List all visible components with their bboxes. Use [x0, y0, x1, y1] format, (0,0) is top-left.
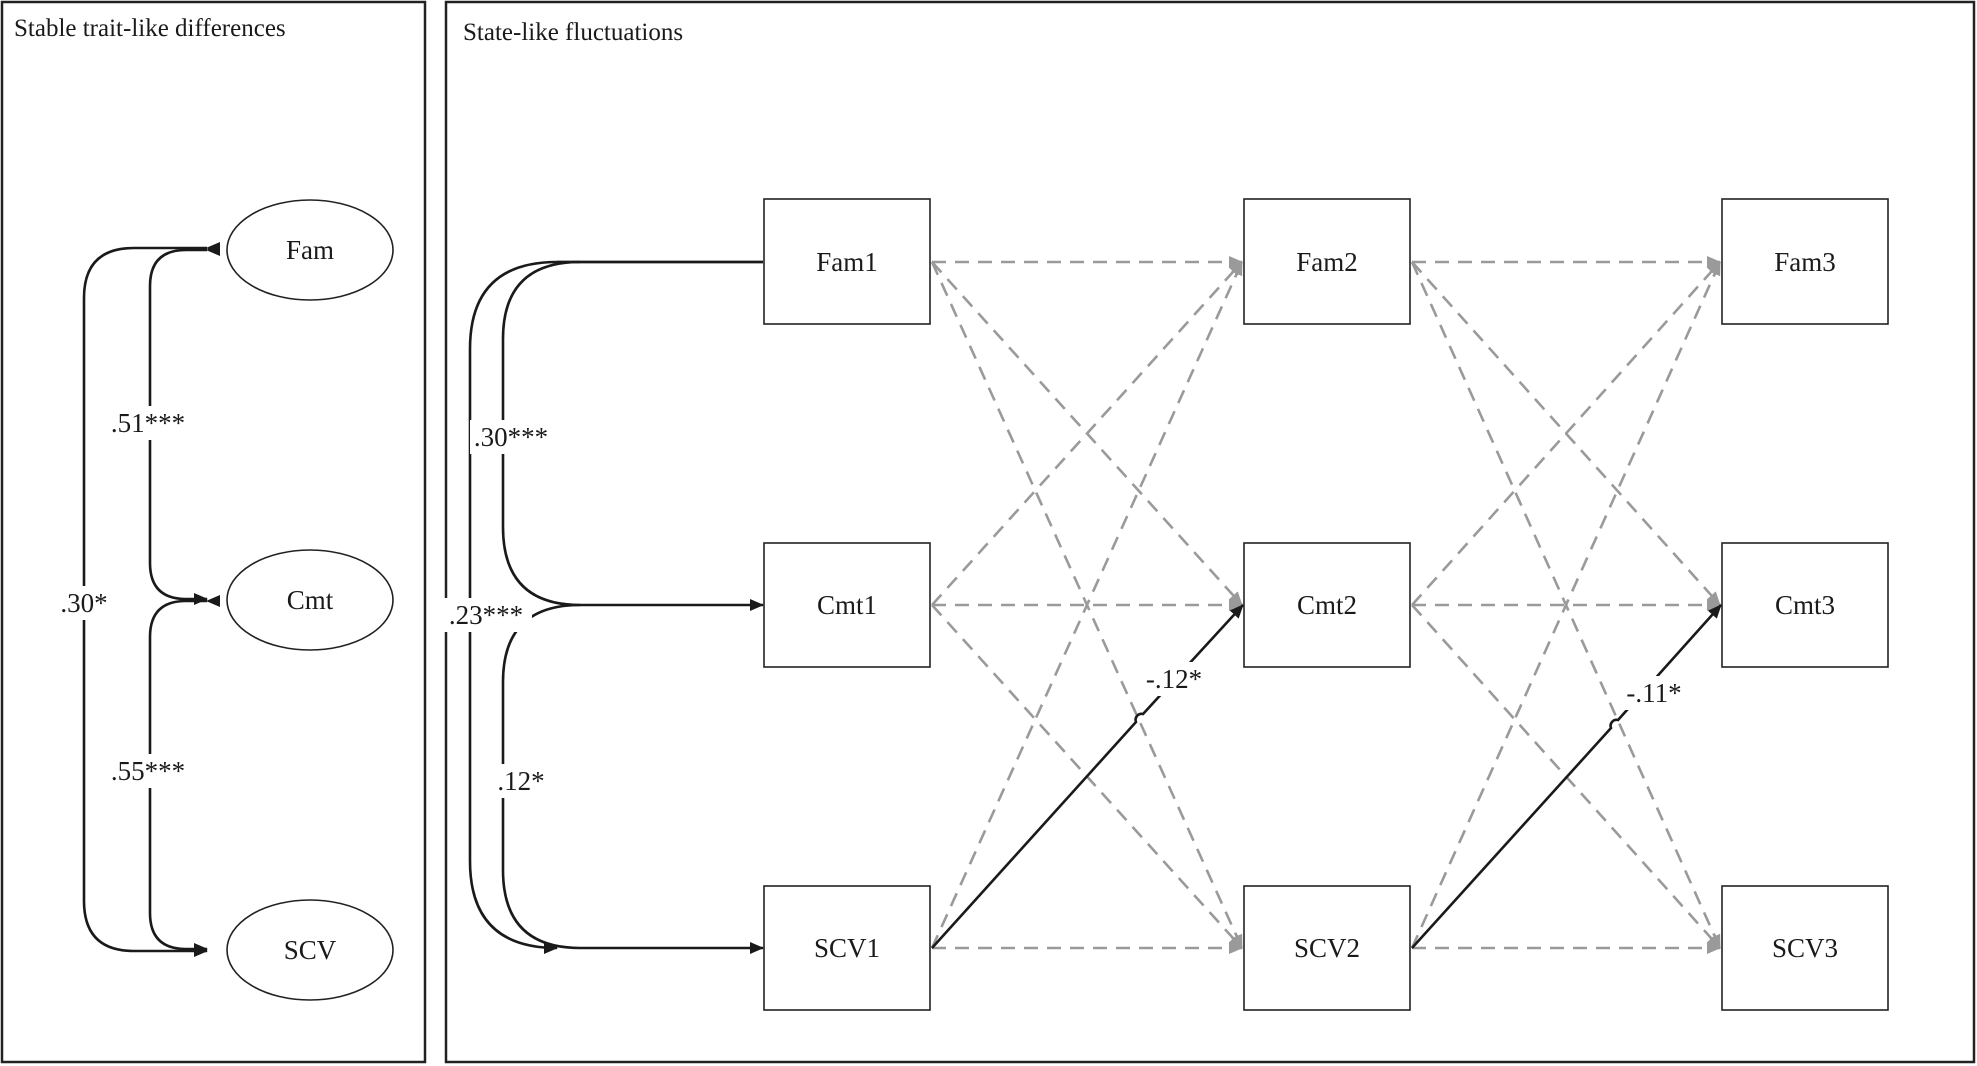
observed-box [763, 198, 931, 325]
coef-fam-scv: .30* [60, 588, 107, 618]
coef-fam-cmt: .51*** [111, 408, 185, 438]
node-label: Cmt1 [817, 590, 877, 620]
coef-cmt-scv: .55*** [111, 756, 185, 786]
latent-ellipse [226, 549, 394, 651]
node-label: SCV3 [1772, 933, 1838, 963]
path-scv2-fam3 [1410, 261, 1722, 949]
observed-box [1721, 542, 1889, 668]
state-node-scv3: SCV3 [1721, 885, 1889, 1011]
path-cmt1-fam2 [931, 261, 1243, 606]
label-backing [440, 598, 532, 632]
observed-box [763, 542, 931, 668]
state-node-fam1: Fam1 [763, 198, 931, 325]
coef-fam1-cmt1: .30*** [474, 422, 548, 452]
label-backing [470, 420, 554, 454]
observed-box [1721, 198, 1889, 325]
coef-cmt1-scv1: .12* [497, 766, 544, 796]
path-scv2-cmt3 [1411, 604, 1722, 949]
label-backing [1140, 662, 1208, 696]
coef-fam1-scv1: .23*** [449, 600, 523, 630]
label-backing [1620, 676, 1688, 710]
node-label: Cmt3 [1775, 590, 1835, 620]
node-label: Cmt2 [1297, 590, 1357, 620]
state-panel-frame [444, 0, 1976, 1064]
stable-node-scv: SCV [226, 899, 394, 1001]
stable-panel-title: Stable trait-like differences [14, 15, 286, 42]
path-scv1-cmt2 [931, 604, 1244, 949]
label-backing [102, 406, 194, 440]
node-label: SCV2 [1294, 933, 1360, 963]
state-node-cmt1: Cmt1 [763, 542, 931, 668]
state-node-cmt2: Cmt2 [1243, 542, 1411, 668]
state-panel-title: State-like fluctuations [463, 19, 683, 46]
observed-box [1243, 542, 1411, 668]
observed-box [1243, 885, 1411, 1011]
node-label: Fam3 [1774, 247, 1836, 277]
state-node-fam2: Fam2 [1243, 198, 1411, 325]
stable-panel-frame [0, 0, 427, 1064]
state-node-cmt3: Cmt3 [1721, 542, 1889, 668]
label-backing [490, 764, 552, 798]
node-label: Fam2 [1296, 247, 1358, 277]
cov-path-fam1-scv1 [468, 260, 763, 954]
observed-box [763, 885, 931, 1011]
observed-box [1721, 885, 1889, 1011]
node-label: Fam1 [816, 247, 878, 277]
node-label: SCV1 [814, 933, 880, 963]
node-label: Fam [286, 235, 334, 265]
node-label: Cmt [287, 585, 334, 615]
state-covariances [468, 260, 764, 954]
cov-path-fam1-cmt1 [501, 260, 764, 611]
node-label: SCV [284, 935, 337, 965]
label-backing [54, 586, 114, 620]
state-node-scv2: SCV2 [1243, 885, 1411, 1011]
stable-node-fam: Fam [226, 199, 394, 301]
significant-cross-lagged [931, 604, 1722, 949]
path-cmt2-fam3 [1411, 261, 1721, 606]
path-scv1-fam2 [930, 261, 1244, 949]
label-backing [102, 754, 194, 788]
latent-ellipse [226, 199, 394, 301]
stable-node-cmt: Cmt [226, 549, 394, 651]
coef-scv2-cmt3: -.11* [1626, 678, 1681, 708]
latent-ellipse [226, 899, 394, 1001]
coef-scv1-cmt2: -.12* [1146, 664, 1202, 694]
state-node-fam3: Fam3 [1721, 198, 1889, 325]
observed-box [1243, 198, 1411, 325]
state-node-scv1: SCV1 [763, 885, 931, 1011]
